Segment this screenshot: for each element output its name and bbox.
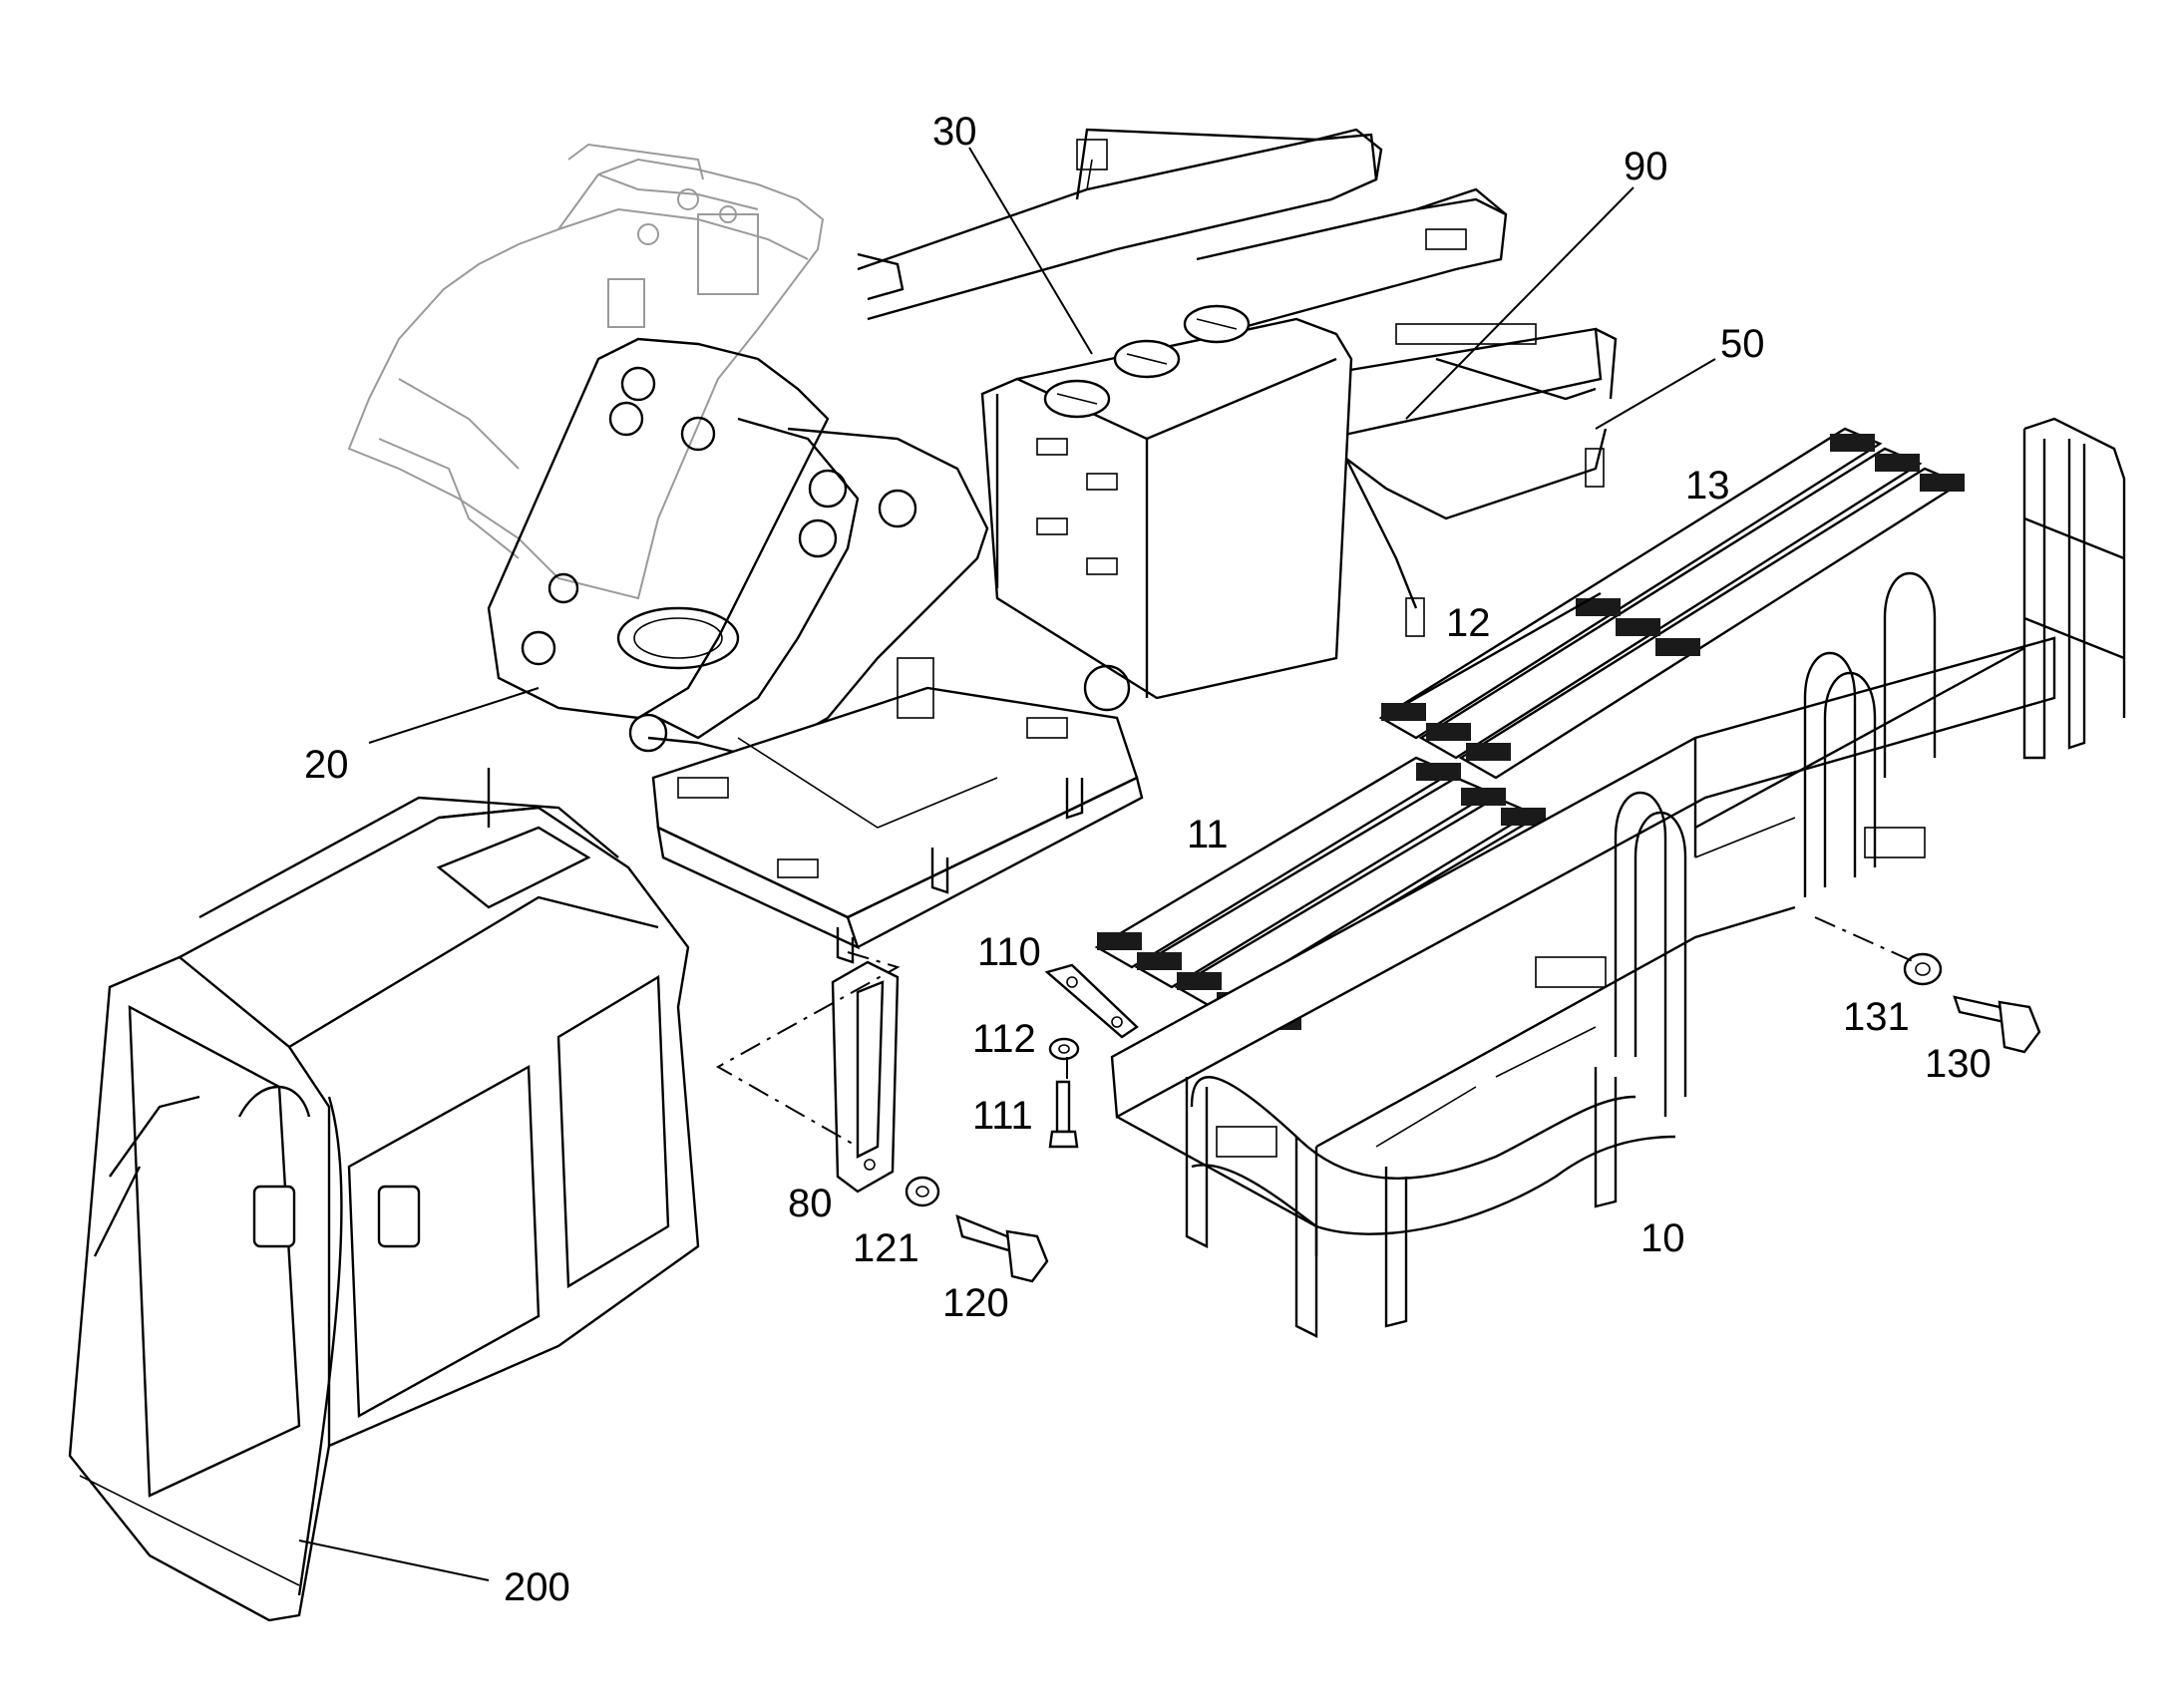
ghost-counterweight-body xyxy=(347,143,825,600)
callout-111: 111 xyxy=(972,1094,1033,1138)
washer-112 xyxy=(1048,1037,1080,1061)
mounting-pad xyxy=(831,960,900,1194)
assembly-lines xyxy=(715,916,1916,1148)
upper-frame-rails xyxy=(857,128,1618,637)
leader-lines xyxy=(298,147,1716,1581)
callout-200: 200 xyxy=(504,1565,570,1609)
callout-50: 50 xyxy=(1720,322,1765,366)
callout-121: 121 xyxy=(853,1226,919,1270)
callout-12: 12 xyxy=(1446,601,1491,645)
callout-120: 120 xyxy=(942,1281,1009,1325)
plate-110 xyxy=(1044,963,1139,1039)
callout-11: 11 xyxy=(1187,813,1229,856)
bolt-130 xyxy=(1953,995,2041,1054)
callout-110: 110 xyxy=(977,930,1041,974)
callout-13: 13 xyxy=(1685,464,1730,508)
callout-112: 112 xyxy=(972,1017,1036,1061)
walkway-frame xyxy=(1110,417,2126,1338)
callout-10: 10 xyxy=(1640,1216,1685,1260)
lower-frame-platform xyxy=(651,657,1144,964)
callout-131: 131 xyxy=(1843,995,1910,1039)
bolt-111 xyxy=(1048,1080,1079,1149)
callout-20: 20 xyxy=(304,743,349,787)
washer-131 xyxy=(1903,952,1943,986)
washer-121 xyxy=(905,1176,940,1207)
callout-30: 30 xyxy=(932,110,977,154)
bolt-120 xyxy=(955,1214,1049,1283)
callout-labels: 30 90 50 13 12 11 20 110 112 111 80 121 … xyxy=(304,110,1992,1609)
callout-130: 130 xyxy=(1925,1042,1992,1086)
callout-80: 80 xyxy=(788,1182,833,1225)
tank-block xyxy=(980,304,1353,712)
operator-cab xyxy=(68,768,700,1622)
callout-90: 90 xyxy=(1624,145,1668,188)
